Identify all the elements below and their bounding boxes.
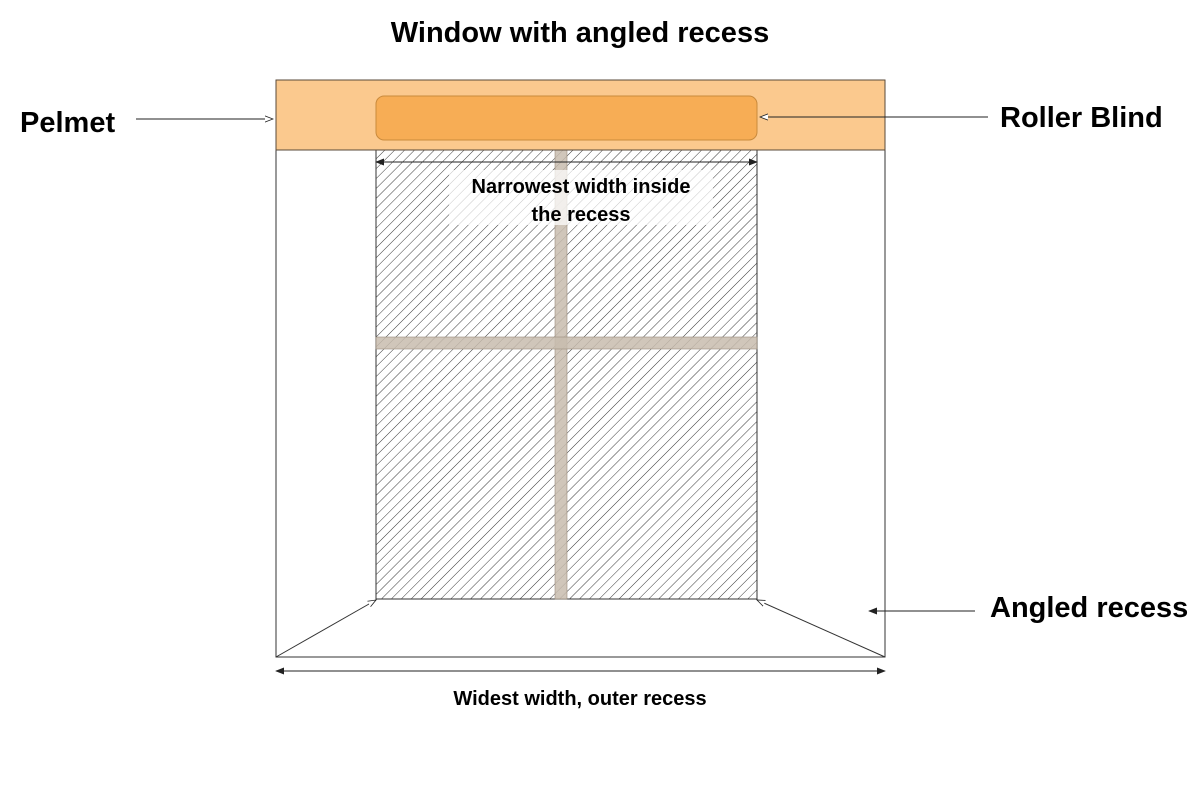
angled-recess-left-edge	[275, 600, 376, 658]
window-horizontal-transom	[375, 336, 758, 350]
roller-blind	[375, 95, 758, 141]
angled-recess-label: Angled recess	[990, 592, 1188, 624]
pelmet-label: Pelmet	[20, 107, 115, 139]
widest-width-label: Widest width, outer recess	[453, 688, 706, 710]
diagram-title: Window with angled recess	[391, 17, 769, 49]
narrowest-width-label-line1: Narrowest width inside	[472, 176, 691, 198]
roller-blind-label: Roller Blind	[1000, 102, 1163, 134]
narrowest-width-label-backdrop	[449, 170, 713, 225]
narrowest-width-label-line2: the recess	[532, 204, 631, 226]
angled-recess-right-edge	[757, 599, 886, 658]
